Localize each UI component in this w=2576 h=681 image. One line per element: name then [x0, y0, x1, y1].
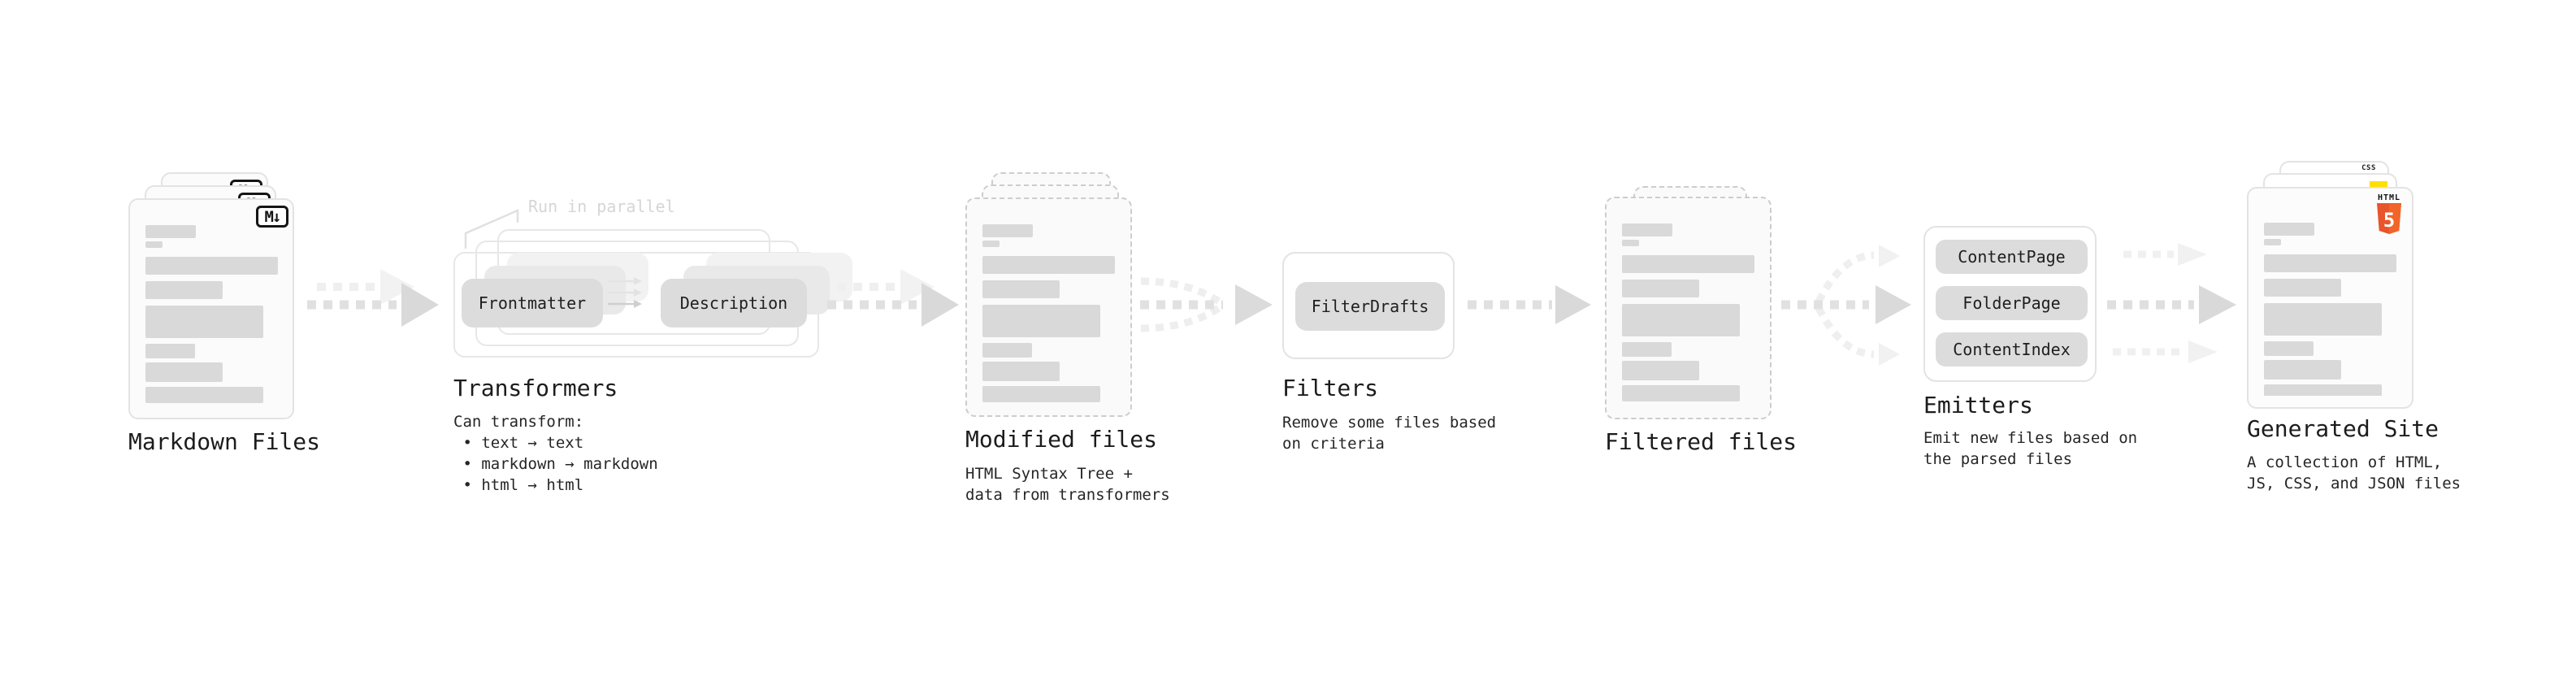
annotation-leader-line: [464, 209, 519, 249]
modified-files-label: Modified files: [965, 426, 1158, 453]
placeholder-bar: [982, 305, 1100, 337]
placeholder-bar: [982, 256, 1115, 274]
filtered-files-label: Filtered files: [1605, 428, 1798, 455]
placeholder-bar: [982, 224, 1033, 237]
modified-file-front: [965, 197, 1132, 417]
placeholder-bar: [145, 344, 195, 358]
svg-text:5: 5: [2383, 209, 2395, 232]
arrow-filters-to-filtered-icon: [1468, 285, 1591, 324]
markdown-files-label: Markdown Files: [128, 428, 321, 455]
placeholder-bar: [1622, 361, 1699, 380]
document-text-placeholder: [982, 224, 1119, 404]
placeholder-bar: [2264, 223, 2314, 236]
filters-description: Remove some files based on criteria: [1282, 414, 1497, 453]
placeholder-bar: [1622, 240, 1639, 246]
markdown-file-front: M↓: [128, 198, 294, 419]
transformers-description: Can transform: • text → text • markdown …: [453, 413, 658, 494]
emitters-label: Emitters: [1923, 392, 2033, 419]
placeholder-bar: [1622, 255, 1754, 273]
frontmatter-pill: Frontmatter: [462, 279, 603, 327]
placeholder-bar: [1622, 304, 1740, 336]
placeholder-bar: [1622, 280, 1699, 297]
placeholder-bar: [1622, 223, 1672, 236]
placeholder-bar: [1622, 385, 1740, 401]
document-text-placeholder: [1622, 223, 1759, 406]
placeholder-bar: [145, 257, 278, 275]
run-in-parallel-annotation: Run in parallel: [528, 197, 675, 216]
contentindex-pill: ContentIndex: [1936, 332, 2088, 367]
placeholder-bar: [982, 386, 1100, 402]
html5-icon: HTML 5: [2373, 193, 2405, 236]
folderpage-pill: FolderPage: [1936, 286, 2088, 320]
placeholder-bar: [2264, 254, 2396, 272]
arrow-filtered-to-emitters-icon: [1781, 245, 1911, 366]
filters-card: FilterDrafts: [1282, 252, 1455, 359]
placeholder-bar: [982, 280, 1060, 298]
placeholder-bar: [145, 241, 163, 248]
placeholder-bar: [145, 387, 263, 403]
placeholder-bar: [982, 343, 1032, 358]
html-file: HTML 5: [2247, 187, 2413, 409]
arrow-markdown-to-transformers-icon: [307, 269, 439, 327]
parallel-arrows-icon: [608, 277, 642, 308]
arrow-emitters-to-site-icon: [2107, 243, 2236, 363]
placeholder-bar: [2264, 279, 2341, 297]
placeholder-bar: [145, 225, 196, 238]
document-text-placeholder: [145, 225, 281, 406]
placeholder-bar: [2264, 341, 2314, 356]
emitters-description: Emit new files based on the parsed files: [1923, 429, 2138, 468]
transformers-label: Transformers: [453, 375, 618, 401]
modified-files-description: HTML Syntax Tree + data from transformer…: [965, 465, 1170, 504]
arrow-transformers-to-modified-icon: [827, 269, 959, 327]
placeholder-bar: [982, 362, 1060, 381]
placeholder-bar: [2264, 360, 2341, 380]
placeholder-bar: [145, 281, 223, 299]
placeholder-bar: [2264, 384, 2382, 396]
document-text-placeholder: [2264, 223, 2400, 396]
placeholder-bar: [2264, 239, 2281, 245]
contentpage-pill: ContentPage: [1936, 240, 2088, 274]
placeholder-bar: [145, 306, 263, 338]
placeholder-bar: [1622, 342, 1672, 357]
markdown-icon: M↓: [256, 206, 288, 228]
filtered-file-front: [1605, 197, 1772, 419]
arrow-modified-to-filters-icon: [1140, 277, 1273, 332]
filters-label: Filters: [1282, 375, 1379, 401]
description-pill: Description: [661, 279, 807, 327]
placeholder-bar: [982, 241, 1000, 247]
placeholder-bar: [2264, 303, 2382, 336]
generated-site-description: A collection of HTML, JS, CSS, and JSON …: [2247, 453, 2461, 492]
emitters-card: ContentPage FolderPage ContentIndex: [1923, 226, 2097, 382]
generated-site-label: Generated Site: [2247, 415, 2439, 442]
filterdrafts-pill: FilterDrafts: [1295, 282, 1445, 331]
placeholder-bar: [145, 362, 223, 382]
